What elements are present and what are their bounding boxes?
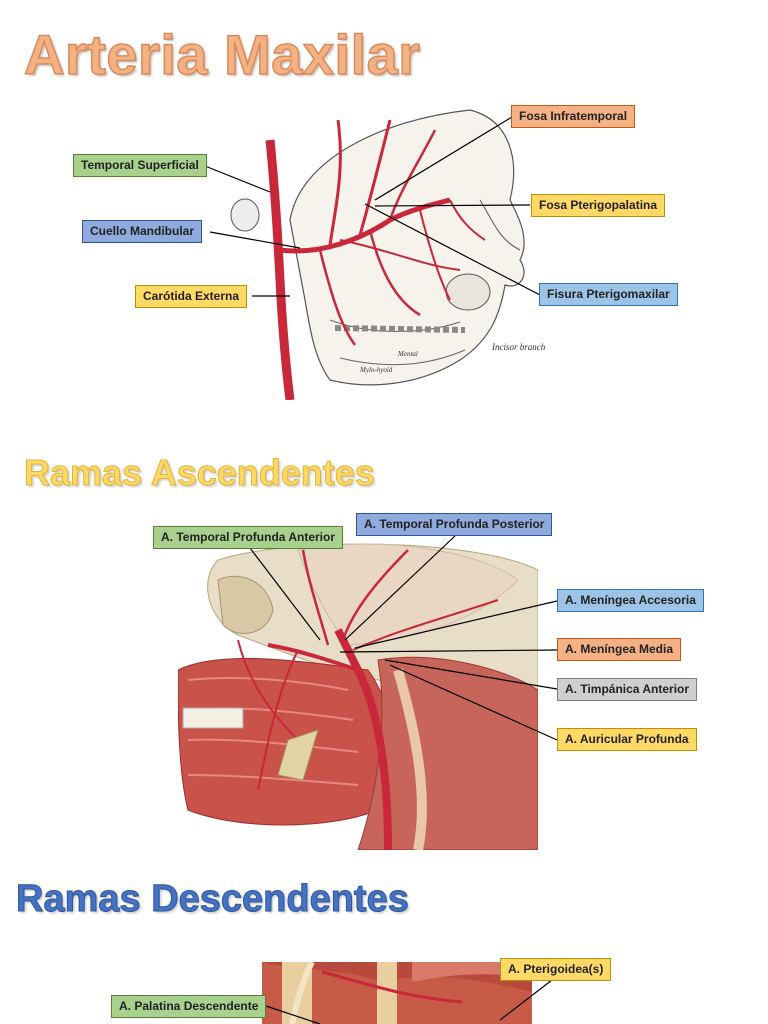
- heading-ramas-descendentes: Ramas Descendentes: [16, 878, 410, 921]
- label-cuello-mandibular: Cuello Mandibular: [82, 220, 203, 243]
- label-temporal-superficial: Temporal Superficial: [73, 154, 207, 177]
- descending-branches-illustration: [262, 962, 532, 1024]
- label-fosa-pterigopalatina: Fosa Pterigopalatina: [531, 194, 666, 217]
- label-palatina-descendente: A. Palatina Descendente: [111, 995, 267, 1018]
- label-timpanica-anterior: A. Timpánica Anterior: [557, 678, 698, 701]
- label-carotida-externa: Carótida Externa: [135, 285, 248, 308]
- label-temporal-profunda-posterior: A. Temporal Profunda Posterior: [356, 513, 553, 536]
- mylohyoid-caption: Mylo-hyoid: [359, 366, 393, 374]
- incisor-branch-caption: Incisor branch: [491, 342, 546, 352]
- mental-caption: Mental: [397, 350, 418, 358]
- label-auricular-profunda: A. Auricular Profunda: [557, 728, 697, 751]
- label-fisura-pterigomaxilar: Fisura Pterigomaxilar: [539, 283, 678, 306]
- label-fosa-infratemporal: Fosa Infratemporal: [511, 105, 636, 128]
- lateral-head-dissection-illustration: [178, 540, 538, 850]
- label-meningea-media: A. Meníngea Media: [557, 638, 682, 661]
- label-temporal-profunda-anterior: A. Temporal Profunda Anterior: [153, 526, 344, 549]
- title-arteria-maxilar: Arteria Maxilar: [23, 22, 421, 87]
- maxillary-artery-illustration: Incisor branch Mental Mylo-hyoid: [230, 109, 546, 400]
- label-pterigoidea: A. Pterigoidea(s): [500, 958, 612, 981]
- label-meningea-accesoria: A. Meníngea Accesoria: [557, 589, 704, 612]
- heading-ramas-ascendentes: Ramas Ascendentes: [24, 452, 376, 494]
